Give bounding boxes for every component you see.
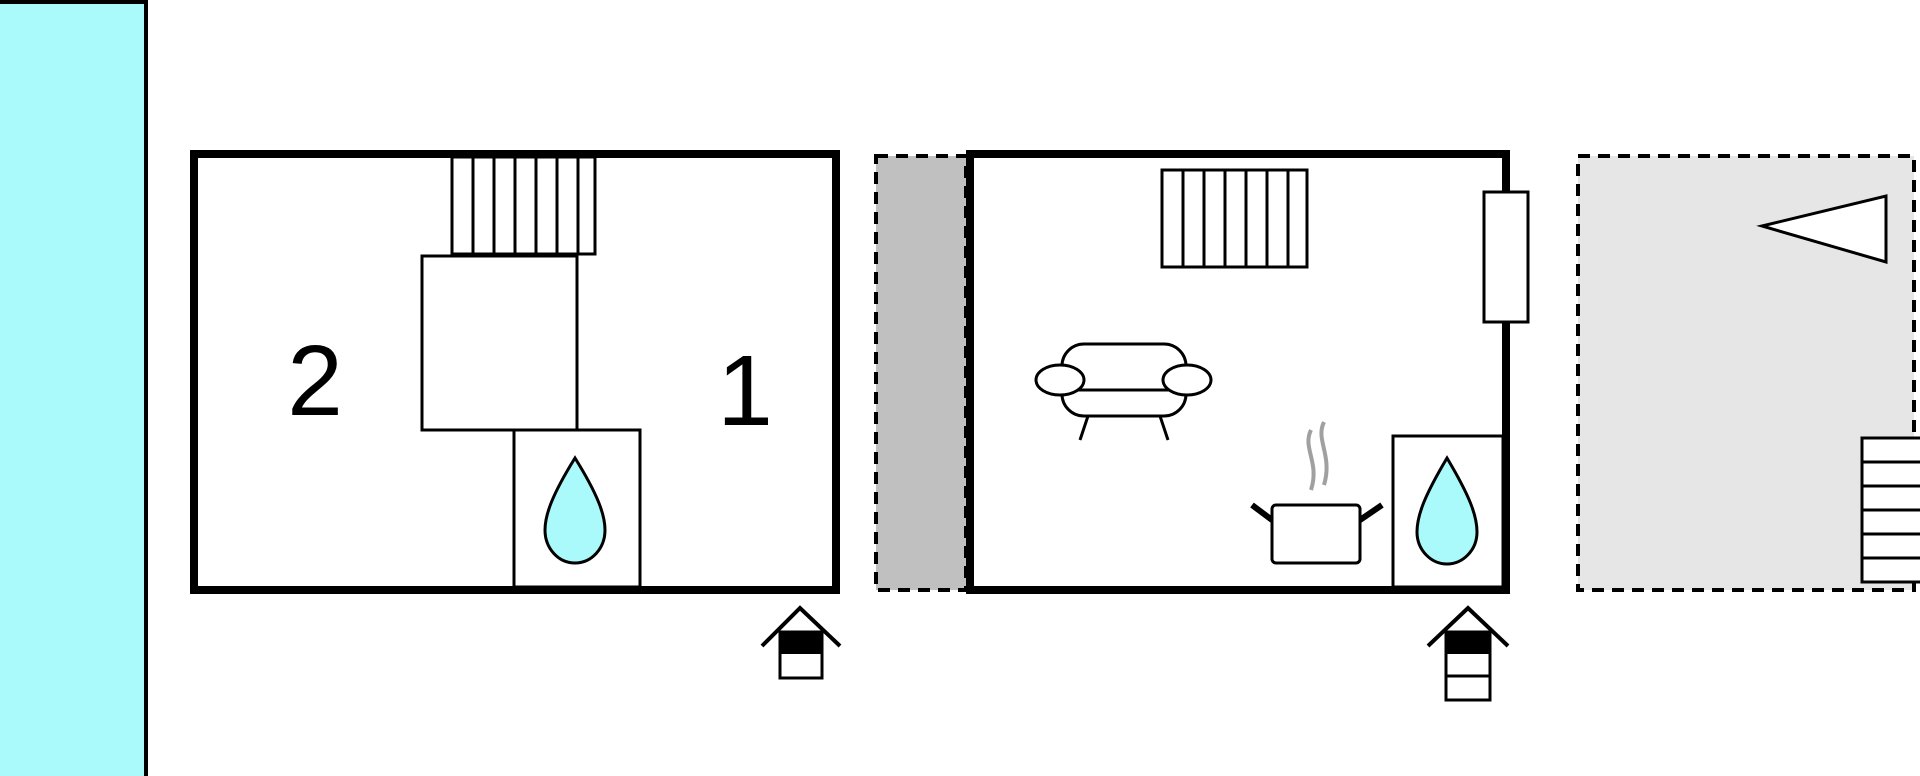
- pool-area: [0, 0, 148, 776]
- entrance-arrow-icon: [760, 605, 842, 680]
- hallway-block: [420, 254, 579, 432]
- ground-floor-walls: [966, 150, 1510, 594]
- upper-floor-walls: [190, 150, 840, 594]
- water-drop-icon: [543, 455, 607, 565]
- window-icon: [1482, 190, 1530, 324]
- open-terrace: [1576, 154, 1920, 592]
- room-label-2: 2: [287, 325, 343, 437]
- room-label-1: 1: [717, 335, 773, 447]
- ground-floor: [966, 150, 1530, 702]
- bathroom-upper: [512, 428, 642, 589]
- covered-terrace: [874, 154, 968, 592]
- bathroom-ground: [1391, 434, 1505, 589]
- upper-floor: 2 1: [190, 150, 842, 680]
- water-drop-icon: [1415, 455, 1479, 566]
- sofa-icon: [1034, 342, 1213, 441]
- steps-icon: [1860, 436, 1920, 584]
- triangle-marker-icon: [1756, 194, 1888, 264]
- cooking-pot-icon: [1250, 421, 1384, 565]
- entrance-arrow-icon: [1426, 605, 1510, 702]
- stairs-icon: [450, 155, 597, 256]
- radiator-icon: [1160, 168, 1309, 269]
